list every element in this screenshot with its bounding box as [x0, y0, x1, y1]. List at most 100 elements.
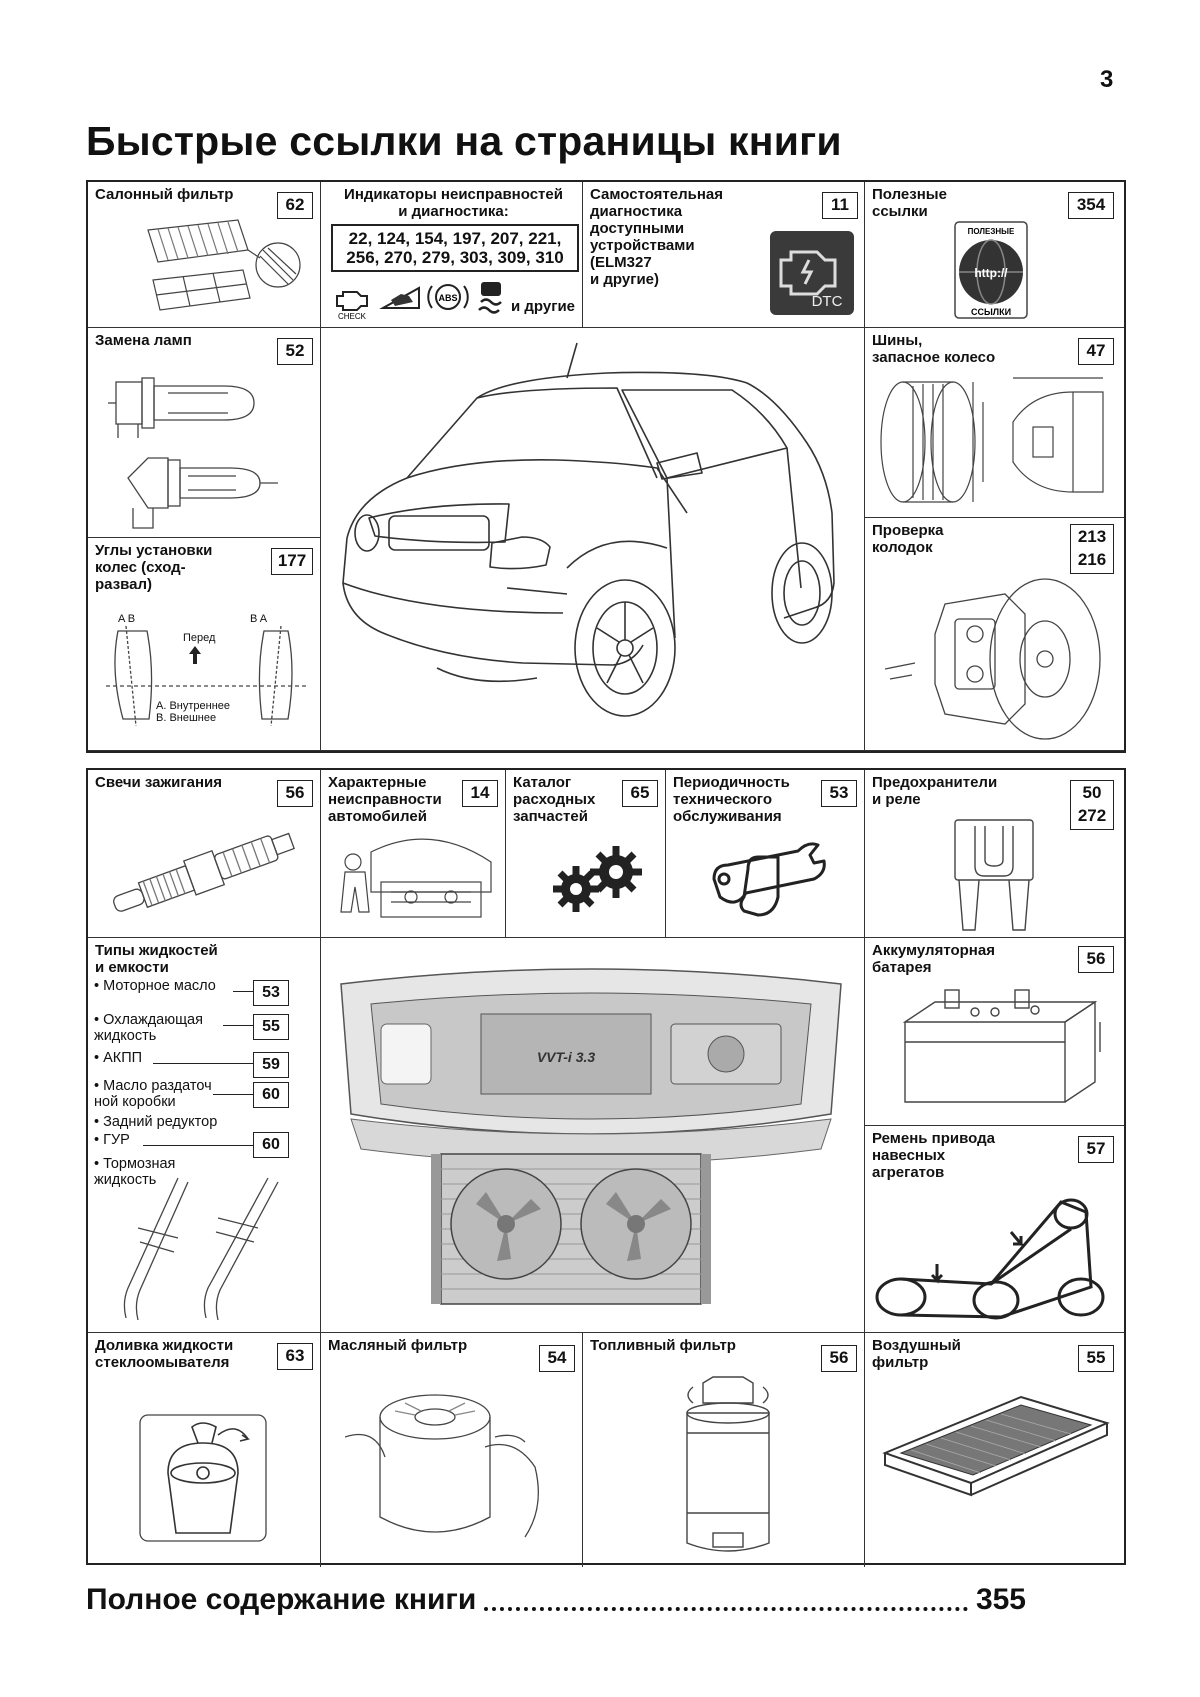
fuse-illustration	[954, 819, 1034, 931]
cell-fuses[interactable]: Предохранители и реле 50 272	[865, 770, 1124, 938]
cell-washer-fluid[interactable]: Доливка жидкости стеклоомывателя 63	[88, 1333, 321, 1567]
battery-label: Аккумуляторная батарея	[872, 942, 995, 976]
fluid-page[interactable]: 53	[253, 980, 289, 1006]
dtc-text: DTC	[812, 293, 843, 310]
fuel-filter-label: Топливный фильтр	[590, 1337, 736, 1354]
engine-bay-illustration: VVT-i 3.3	[340, 968, 842, 1305]
maintenance-page[interactable]: 53	[821, 780, 857, 807]
fluid-item-transmission[interactable]: • АКПП 59	[94, 1050, 289, 1078]
footer-label: Полное содержание книги	[86, 1583, 477, 1616]
cell-air-filter[interactable]: Воздушный фильтр 55	[865, 1333, 1124, 1567]
cell-vehicle-image	[321, 328, 865, 751]
spark-plugs-page[interactable]: 56	[277, 780, 313, 807]
fluids-list: • Моторное масло 53 • Охлаждающая жидкост…	[94, 978, 289, 1190]
fuses-pages[interactable]: 50 272	[1070, 780, 1114, 830]
air-filter-illustration	[882, 1395, 1110, 1497]
alignment-diagram	[106, 626, 306, 726]
leader-line	[233, 991, 253, 992]
washer-reservoir-illustration	[139, 1414, 267, 1542]
http-globe-icon: ПОЛЕЗНЫЕ http:// ССЫЛКИ	[954, 221, 1028, 319]
fluid-name: • Моторное масло	[94, 978, 216, 994]
belt-page[interactable]: 57	[1078, 1136, 1114, 1163]
fluid-name: • Задний редуктор	[94, 1114, 218, 1130]
page-title: Быстрые ссылки на страницы книги	[86, 118, 842, 164]
lamps-page[interactable]: 52	[277, 338, 313, 365]
cell-maintenance[interactable]: Периодичность технического обслуживания …	[666, 770, 865, 938]
engine-label: VVT-i 3.3	[537, 1049, 596, 1065]
cell-fuel-filter[interactable]: Топливный фильтр 56	[583, 1333, 865, 1567]
air-filter-label: Воздушный фильтр	[872, 1337, 961, 1371]
cell-lamps[interactable]: Замена ламп 52	[88, 328, 321, 538]
alignment-ab-right: B A	[250, 613, 268, 625]
brake-pads-label: Проверка колодок	[872, 522, 944, 556]
cell-battery[interactable]: Аккумуляторная батарея 56	[865, 938, 1124, 1126]
self-diagnostics-label: Самостоятельная диагностика доступными у…	[590, 186, 724, 288]
alignment-page[interactable]: 177	[271, 548, 313, 575]
fluid-item-brake[interactable]: • Тормозная жидкость	[94, 1152, 289, 1190]
cell-cabin-filter[interactable]: Салонный фильтр 62	[88, 182, 321, 328]
air-filter-page[interactable]: 55	[1078, 1345, 1114, 1372]
cell-diagnostics[interactable]: Индикаторы неисправностей и диагностика:…	[321, 182, 583, 328]
brake-pads-pages[interactable]: 213 216	[1070, 524, 1114, 574]
spark-plugs-label: Свечи зажигания	[95, 774, 223, 791]
fluids-label: Типы жидкостей и емкости	[95, 942, 218, 976]
badge-mid-text: http://	[974, 266, 1008, 280]
alignment-legend: A. Внутреннее B. Внешнее	[156, 700, 231, 724]
cell-alignment[interactable]: Углы установки колес (сход- развал) 177 …	[88, 538, 321, 751]
oil-filter-illustration	[345, 1394, 539, 1538]
battery-page[interactable]: 56	[1078, 946, 1114, 973]
cell-belt[interactable]: Ремень привода навесных агрегатов 57	[865, 1126, 1124, 1333]
tires-page[interactable]: 47	[1078, 338, 1114, 365]
alignment-ab-left: A B	[118, 613, 136, 625]
fuel-filter-page[interactable]: 56	[821, 1345, 857, 1372]
cell-fluids[interactable]: Типы жидкостей и емкости • Моторное масл…	[88, 938, 321, 1333]
cabin-filter-illustration	[147, 219, 301, 311]
tire-illustration	[880, 377, 1104, 503]
fluid-item-engine-oil[interactable]: • Моторное масло 53	[94, 978, 289, 1012]
useful-links-page[interactable]: 354	[1068, 192, 1114, 219]
cell-parts-catalog[interactable]: Каталог расходных запчастей 65	[506, 770, 666, 938]
oil-filter-label: Масляный фильтр	[328, 1337, 468, 1354]
battery-illustration	[902, 989, 1101, 1103]
characteristics-page[interactable]: 14	[462, 780, 498, 807]
leader-line	[213, 1094, 253, 1095]
footer-dot-leader	[484, 1607, 968, 1611]
fluid-page[interactable]: 55	[253, 1014, 289, 1040]
cell-characteristics[interactable]: Характерные неисправности автомобилей 14	[321, 770, 506, 938]
dipstick-illustration	[123, 1177, 279, 1321]
fluid-page[interactable]: 59	[253, 1052, 289, 1078]
diagnostics-pages[interactable]: 22, 124, 154, 197, 207, 221, 256, 270, 2…	[331, 224, 579, 272]
cell-self-diagnostics[interactable]: Самостоятельная диагностика доступными у…	[583, 182, 865, 328]
parts-catalog-page[interactable]: 65	[622, 780, 658, 807]
cell-oil-filter[interactable]: Масляный фильтр 54	[321, 1333, 583, 1567]
lamps-label: Замена ламп	[95, 332, 192, 349]
fuel-filter-illustration	[686, 1376, 770, 1552]
oil-filter-page[interactable]: 54	[539, 1345, 575, 1372]
fluid-item-rear-diff[interactable]: • Задний редуктор	[94, 1114, 289, 1132]
mechanic-illustration	[340, 838, 492, 918]
fluid-page[interactable]: 60	[253, 1082, 289, 1108]
cell-tires[interactable]: Шины, запасное колесо 47	[865, 328, 1124, 518]
tires-label: Шины, запасное колесо	[872, 332, 996, 366]
cell-spark-plugs[interactable]: Свечи зажигания 56	[88, 770, 321, 938]
fluid-page[interactable]: 60	[253, 1132, 289, 1158]
abs-icon: ABS	[427, 284, 469, 310]
cell-brake-pads[interactable]: Проверка колодок 213 216	[865, 518, 1124, 751]
washer-page[interactable]: 63	[277, 1343, 313, 1370]
cell-useful-links[interactable]: Полезные ссылки 354 ПОЛЕЗНЫЕ http:// ССЫ…	[865, 182, 1124, 328]
self-diagnostics-page[interactable]: 11	[822, 192, 858, 219]
leader-line	[153, 1063, 253, 1064]
drive-belt-illustration	[875, 1198, 1105, 1320]
useful-links-label: Полезные ссылки	[872, 186, 947, 220]
table-of-contents-link[interactable]: Полное содержание книги 355	[86, 1583, 1026, 1617]
alignment-front-label: Перед	[183, 632, 216, 644]
cabin-filter-page[interactable]: 62	[277, 192, 313, 219]
wrench-hand-icon	[712, 842, 826, 917]
badge-top-text: ПОЛЕЗНЫЕ	[968, 227, 1015, 236]
brake-caliper-illustration	[885, 578, 1101, 740]
fluid-name: • АКПП	[94, 1050, 143, 1066]
belt-label: Ремень привода навесных агрегатов	[872, 1130, 995, 1181]
